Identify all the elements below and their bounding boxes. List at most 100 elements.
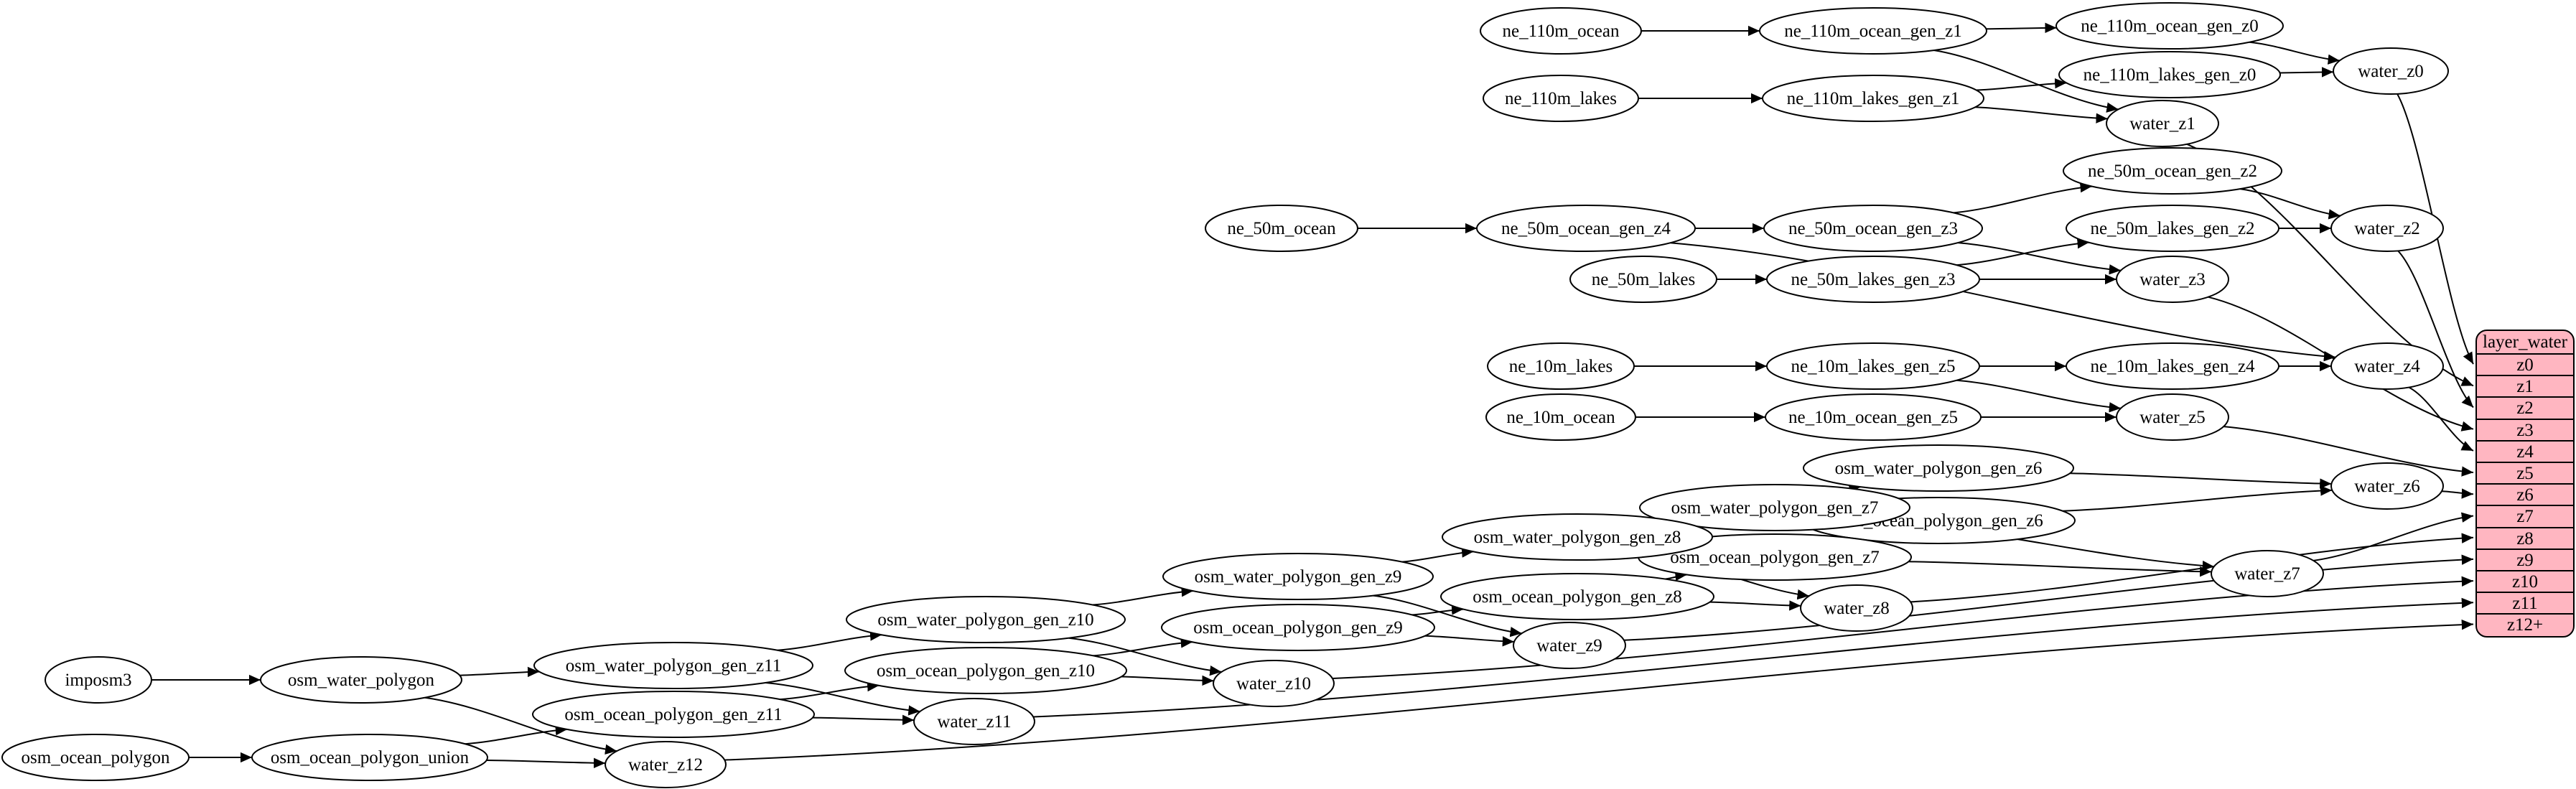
edge-water_z8--layer_water-z8 xyxy=(1910,533,2474,603)
edge-osm_water_polygon_gen_z6--water_z6 xyxy=(2069,472,2332,489)
edge-osm_ocean_polygon_gen_z11--water_z11 xyxy=(812,714,915,725)
node-ne_50m_ocean xyxy=(1205,205,1358,252)
edge-osm_ocean_polygon_gen_z9--water_z9 xyxy=(1424,635,1515,647)
edge-water_z9--layer_water-z9 xyxy=(1623,554,2474,641)
node-label-water_z0: water_z0 xyxy=(2358,62,2424,81)
node-imposm3 xyxy=(45,656,152,704)
node-label-osm_water_polygon_gen_z6: osm_water_polygon_gen_z6 xyxy=(1835,459,2043,478)
layer-water-row-z6: z6 xyxy=(2477,485,2573,507)
node-label-water_z6: water_z6 xyxy=(2354,477,2420,496)
node-osm_water_polygon_gen_z11 xyxy=(533,642,813,689)
node-label-ne_50m_lakes: ne_50m_lakes xyxy=(1592,270,1695,289)
node-ne_10m_lakes_gen_z4 xyxy=(2066,342,2279,390)
node-label-ne_10m_lakes_gen_z5: ne_10m_lakes_gen_z5 xyxy=(1791,357,1955,376)
edge-osm_ocean_polygon_gen_z8--water_z8 xyxy=(1709,600,1801,611)
edge-ne_110m_lakes_gen_z1--water_z1 xyxy=(1975,106,2108,123)
node-label-osm_ocean_polygon_gen_z7: osm_ocean_polygon_gen_z7 xyxy=(1670,548,1880,567)
edge-osm_ocean_polygon_gen_z8--osm_ocean_polygon_gen_z7 xyxy=(1665,570,1687,582)
layer-water-row-z4: z4 xyxy=(2477,442,2573,463)
node-osm_ocean_polygon_union xyxy=(251,734,488,781)
node-label-water_z1: water_z1 xyxy=(2129,114,2195,134)
node-label-water_z10: water_z10 xyxy=(1236,674,1311,694)
node-osm_water_polygon_gen_z6 xyxy=(1803,444,2074,492)
node-label-osm_ocean_polygon: osm_ocean_polygon xyxy=(22,748,170,767)
edge-osm_water_polygon--water_z12 xyxy=(424,696,617,755)
node-osm_ocean_polygon_gen_z9 xyxy=(1161,604,1435,651)
layer-water-row-z12+: z12+ xyxy=(2506,615,2544,635)
node-label-water_z11: water_z11 xyxy=(937,712,1011,732)
node-label-water_z9: water_z9 xyxy=(1536,636,1602,655)
node-label-osm_ocean_polygon_gen_z10: osm_ocean_polygon_gen_z10 xyxy=(877,661,1095,681)
edge-osm_water_polygon_gen_z9--osm_water_polygon_gen_z8 xyxy=(1401,547,1474,563)
node-label-water_z12: water_z12 xyxy=(628,755,703,775)
node-ne_110m_ocean_gen_z1 xyxy=(1759,7,1987,55)
edge-osm_ocean_polygon_union--osm_ocean_polygon_gen_z11 xyxy=(465,724,568,745)
node-ne_50m_lakes xyxy=(1569,256,1717,303)
edge-ne_110m_lakes_gen_z0--water_z0 xyxy=(2279,67,2334,78)
edge-ne_50m_ocean_gen_z3--water_z3 xyxy=(1958,242,2122,275)
edge-osm_water_polygon_gen_z11--osm_water_polygon_gen_z10 xyxy=(777,630,882,651)
node-label-ne_50m_ocean_gen_z3: ne_50m_ocean_gen_z3 xyxy=(1788,219,1958,238)
node-label-osm_ocean_polygon_gen_z8: osm_ocean_polygon_gen_z8 xyxy=(1473,587,1682,607)
edge-osm_ocean_polygon_gen_z6--water_z6 xyxy=(2062,485,2333,512)
node-osm_water_polygon_gen_z8 xyxy=(1442,513,1713,561)
node-label-osm_water_polygon_gen_z10: osm_water_polygon_gen_z10 xyxy=(877,610,1093,630)
node-ne_50m_ocean_gen_z2 xyxy=(2063,147,2282,195)
node-osm_water_polygon_gen_z10 xyxy=(846,596,1126,643)
node-ne_50m_ocean_gen_z4 xyxy=(1476,205,1696,252)
node-label-osm_water_polygon_gen_z7: osm_water_polygon_gen_z7 xyxy=(1671,498,1879,518)
node-ne_10m_lakes xyxy=(1487,342,1635,390)
edge-osm_water_polygon_gen_z11--water_z11 xyxy=(765,682,920,716)
edge-osm_ocean_polygon_union--water_z12 xyxy=(486,757,606,768)
node-osm_ocean_polygon_gen_z8 xyxy=(1440,573,1714,620)
node-ne_110m_ocean_gen_z0 xyxy=(2055,2,2284,50)
edge-osm_water_polygon_gen_z10--osm_water_polygon_gen_z9 xyxy=(1092,587,1193,606)
edge-water_z4--layer_water-z4 xyxy=(2408,386,2474,452)
node-label-osm_water_polygon_gen_z11: osm_water_polygon_gen_z11 xyxy=(566,656,781,676)
node-label-ne_110m_ocean_gen_z0: ne_110m_ocean_gen_z0 xyxy=(2081,17,2259,36)
node-water_z9 xyxy=(1513,622,1626,669)
node-label-osm_water_polygon: osm_water_polygon xyxy=(288,671,435,690)
node-water_z2 xyxy=(2330,205,2444,252)
node-water_z10 xyxy=(1213,660,1335,707)
edge-ne_50m_ocean_gen_z2--water_z2 xyxy=(2239,188,2341,220)
node-ne_10m_ocean_gen_z5 xyxy=(1765,393,1982,441)
edge-osm_ocean_polygon_gen_z10--osm_ocean_polygon_gen_z9 xyxy=(1093,638,1193,657)
layer-water-row-z2: z2 xyxy=(2477,398,2573,420)
node-water_z6 xyxy=(2330,462,2444,510)
node-label-ne_110m_ocean_gen_z1: ne_110m_ocean_gen_z1 xyxy=(1784,22,1962,41)
node-water_z4 xyxy=(2330,342,2444,390)
layer-water-row-z9: z9 xyxy=(2477,550,2573,571)
edge-water_z5--layer_water-z5 xyxy=(2223,426,2474,477)
node-label-osm_water_polygon_gen_z8: osm_water_polygon_gen_z8 xyxy=(1474,528,1681,547)
node-water_z3 xyxy=(2116,256,2229,303)
node-ne_110m_lakes xyxy=(1483,75,1639,122)
node-label-water_z8: water_z8 xyxy=(1824,599,1890,618)
edge-ne_50m_lakes_gen_z3--ne_50m_lakes_gen_z2 xyxy=(1956,238,2089,266)
node-label-ne_10m_lakes_gen_z4: ne_10m_lakes_gen_z4 xyxy=(2090,357,2255,376)
edge-water_z6--layer_water-z6 xyxy=(2441,488,2474,499)
node-label-ne_110m_ocean: ne_110m_ocean xyxy=(1503,22,1620,41)
edge-water_z12--layer_water-z12+ xyxy=(724,619,2474,761)
layer-water-row-z5: z5 xyxy=(2477,463,2573,485)
edge-ne_110m_ocean_gen_z1--ne_110m_ocean_gen_z0 xyxy=(1986,22,2057,33)
node-label-ne_50m_lakes_gen_z3: ne_50m_lakes_gen_z3 xyxy=(1791,270,1955,289)
node-label-ne_10m_lakes: ne_10m_lakes xyxy=(1509,357,1613,376)
node-label-ne_50m_ocean: ne_50m_ocean xyxy=(1227,219,1336,238)
edge-osm_ocean_polygon_gen_z10--water_z10 xyxy=(1121,675,1214,686)
node-label-ne_110m_lakes_gen_z0: ne_110m_lakes_gen_z0 xyxy=(2083,65,2257,85)
node-label-osm_ocean_polygon_gen_z11: osm_ocean_polygon_gen_z11 xyxy=(564,705,782,724)
node-ne_10m_ocean xyxy=(1485,393,1636,441)
edge-osm_water_polygon--osm_water_polygon_gen_z11 xyxy=(459,666,540,678)
edge-ne_50m_ocean_gen_z4--water_z4 xyxy=(1670,242,2336,362)
node-label-ne_10m_ocean_gen_z5: ne_10m_ocean_gen_z5 xyxy=(1788,408,1958,427)
layer-water-row-z7: z7 xyxy=(2477,506,2573,528)
node-water_z12 xyxy=(605,741,727,788)
node-label-ne_50m_lakes_gen_z2: ne_50m_lakes_gen_z2 xyxy=(2090,219,2254,238)
edge-water_z7--layer_water-z7 xyxy=(2313,512,2474,561)
node-water_z8 xyxy=(1800,584,1913,632)
node-label-osm_water_polygon_gen_z9: osm_water_polygon_gen_z9 xyxy=(1195,567,1402,587)
